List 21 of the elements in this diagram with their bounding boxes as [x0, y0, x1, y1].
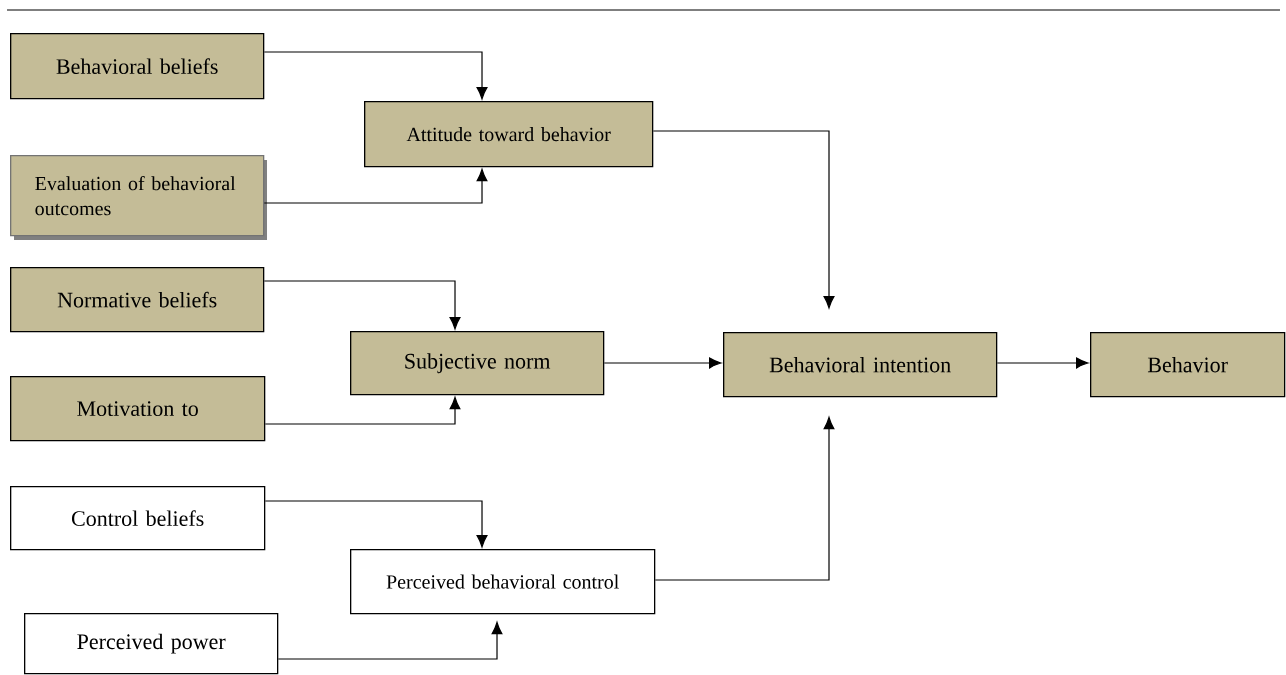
arrow: [263, 51, 488, 100]
arrow: [264, 396, 461, 425]
arrow: [654, 416, 835, 581]
process-box: Attitude toward behavior: [364, 101, 654, 168]
process-box: Normative beliefs: [10, 267, 265, 333]
arrow: [652, 130, 835, 309]
arrow: [264, 500, 488, 548]
process-box: Perceived behavioral control: [350, 549, 656, 615]
process-box: Subjective norm: [350, 331, 605, 396]
arrow: [277, 621, 503, 660]
process-box: Behavioral beliefs: [10, 33, 265, 100]
arrow: [996, 357, 1089, 369]
process-box: Behavior: [1090, 332, 1286, 398]
arrow: [263, 280, 461, 330]
process-box: Evaluation of behavioral outcomes: [10, 155, 267, 240]
process-box: Control beliefs: [10, 486, 266, 551]
process-box: Perceived power: [24, 613, 279, 675]
process-box: Behavioral intention: [723, 332, 998, 398]
process-box: Motivation to: [10, 376, 266, 442]
arrow: [263, 168, 488, 204]
arrow: [603, 357, 722, 369]
